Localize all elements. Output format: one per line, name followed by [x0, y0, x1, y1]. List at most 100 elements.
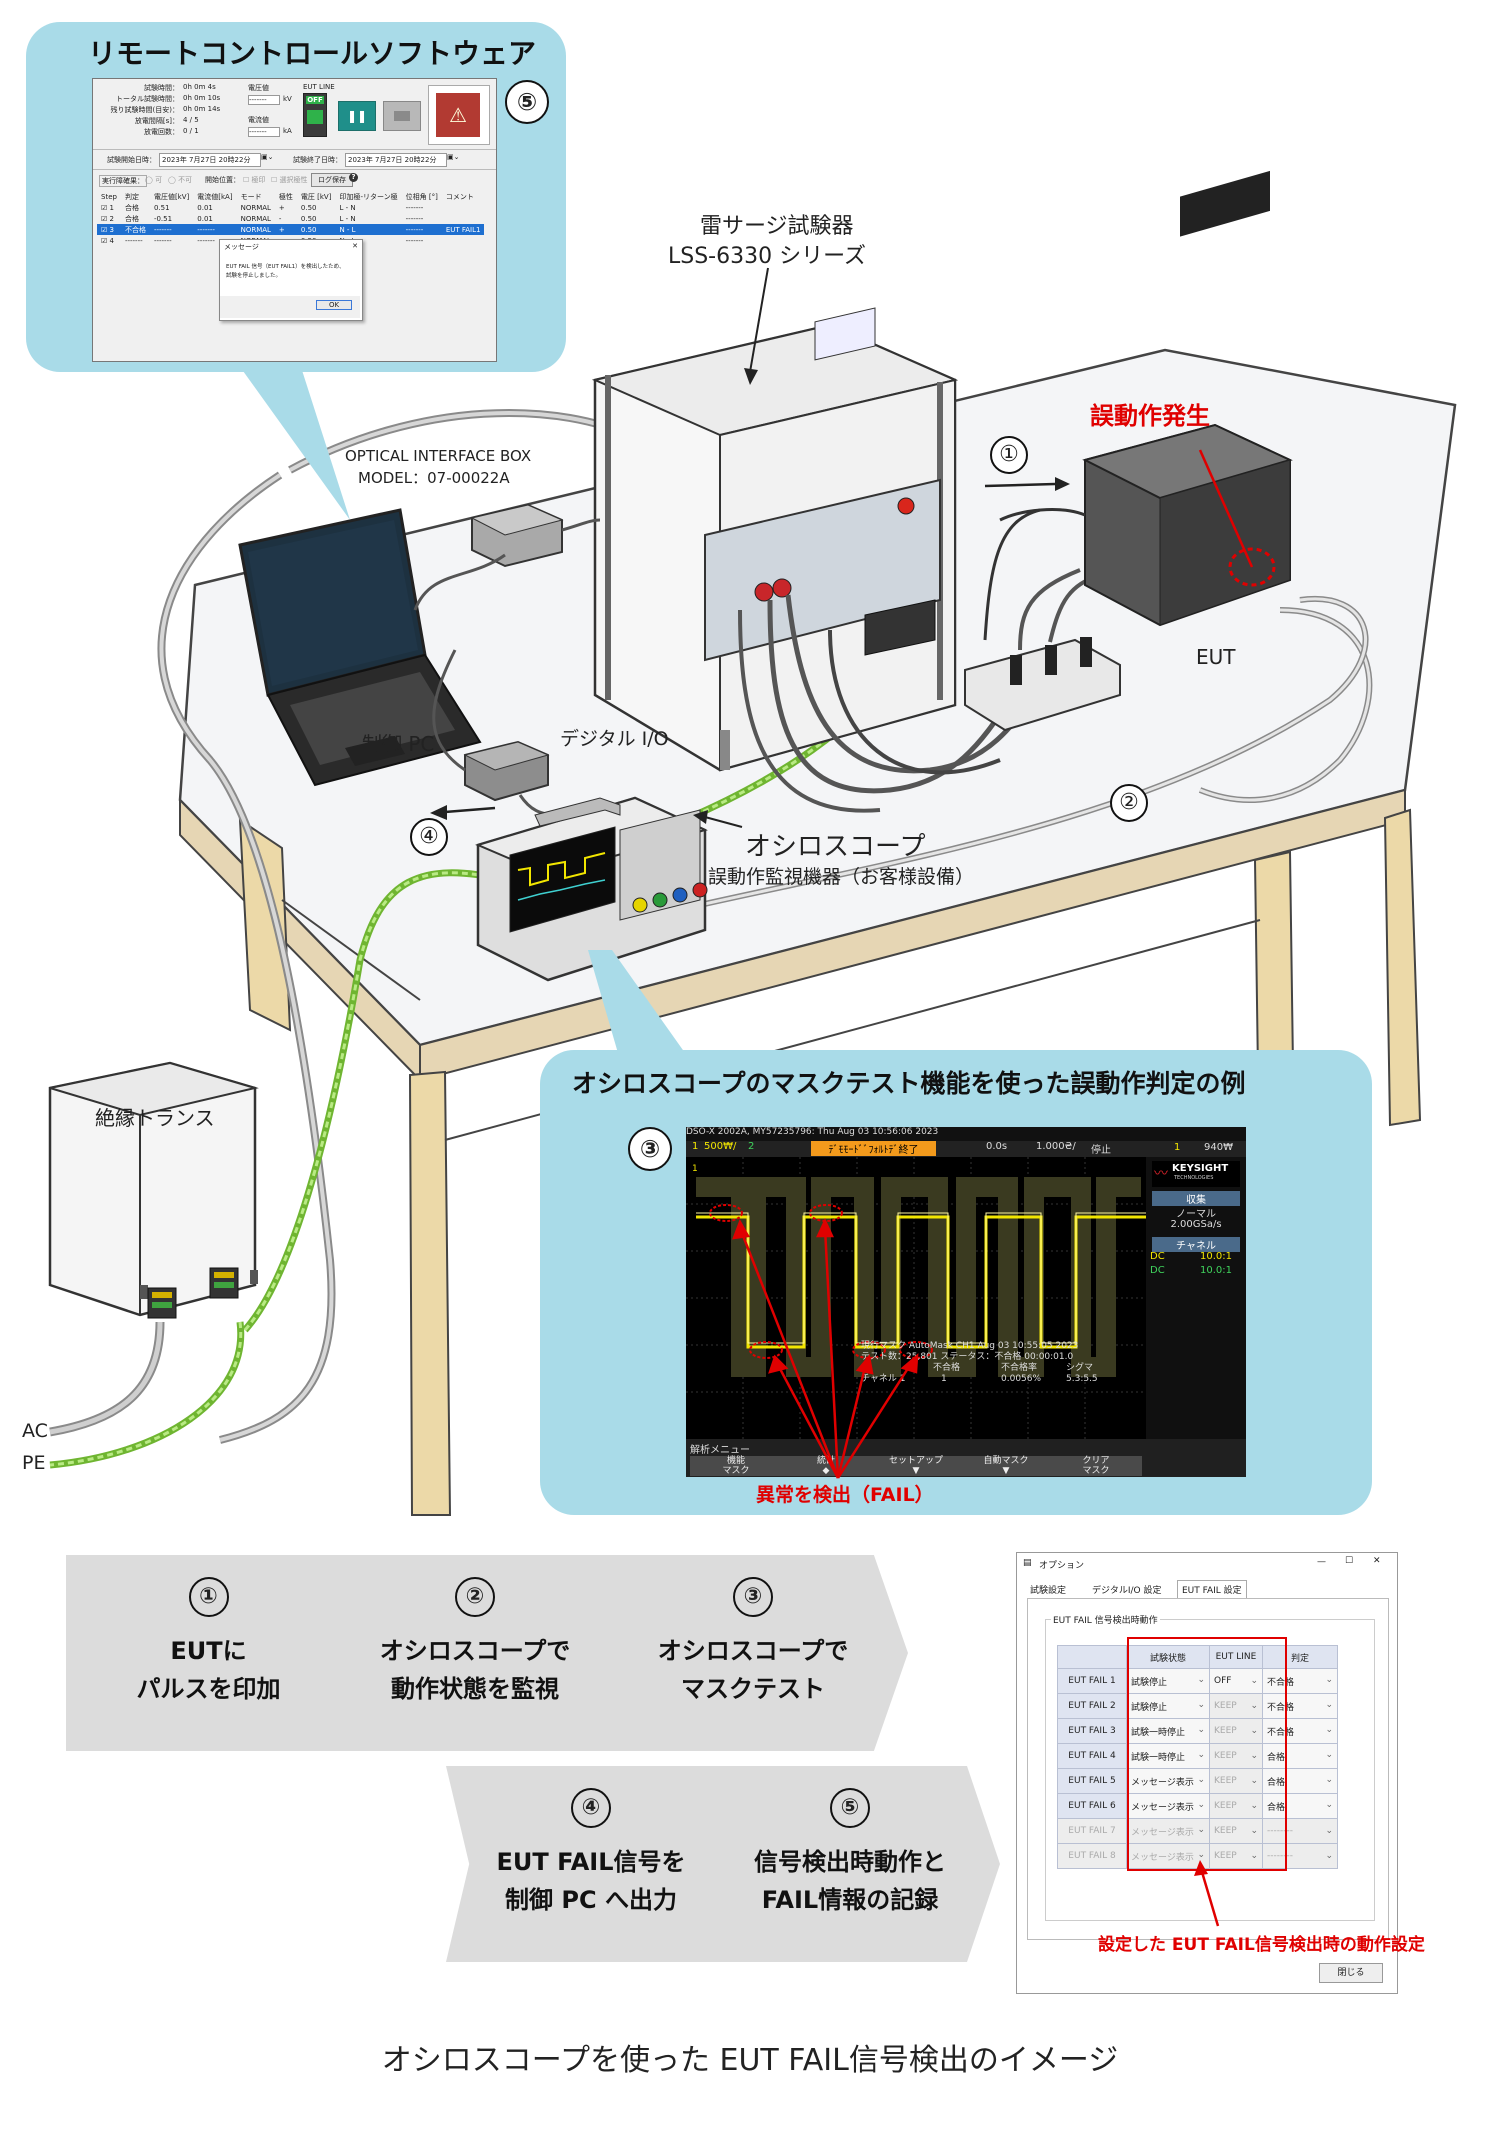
state-select[interactable]: メッセージ表示 — [1126, 1843, 1210, 1869]
step-number: ① — [188, 1577, 229, 1617]
phase-option-b[interactable]: ☐ 選択極性 — [271, 176, 308, 184]
tester-label-line1: 雷サージ試験器 — [700, 214, 854, 239]
line-select[interactable]: OFF — [1209, 1668, 1263, 1694]
step-text-1: EUTに — [170, 1637, 247, 1665]
calendar-icon[interactable]: ▣⌄ — [261, 153, 274, 161]
osc-softkey[interactable]: セットアップ ▼ — [870, 1456, 962, 1476]
step-column-header: Step — [101, 192, 117, 201]
row-checkbox[interactable]: ☑ — [101, 225, 110, 234]
maximize-icon[interactable]: ☐ — [1345, 1556, 1354, 1566]
judge-select[interactable]: 不合格 — [1262, 1668, 1338, 1694]
help-icon[interactable]: ? — [349, 173, 358, 182]
judge-select[interactable]: -------- — [1262, 1818, 1338, 1844]
row-checkbox[interactable]: ☑ — [101, 203, 110, 212]
table-cell: NORMAL — [240, 214, 271, 223]
table-cell: NORMAL — [240, 203, 271, 212]
start-datetime-field[interactable]: 2023年 7月27日 20時22分 — [159, 153, 261, 167]
state-select[interactable]: メッセージ表示 — [1126, 1793, 1210, 1819]
step-text-1: オシロスコープで — [657, 1637, 849, 1665]
tab-test-settings[interactable]: 試験設定 — [1030, 1586, 1067, 1596]
osc-softkey[interactable]: 機能 マスク — [690, 1456, 782, 1476]
svg-text:1: 1 — [692, 1164, 698, 1174]
table-cell: ------- — [124, 236, 143, 245]
judge-select[interactable]: -------- — [1262, 1843, 1338, 1869]
table-cell: 合格 — [124, 214, 139, 223]
options-title: オプション — [1039, 1561, 1085, 1571]
osc-waveform: 1 — [686, 1157, 1146, 1439]
exec-option-b[interactable]: ◯ 不可 — [168, 176, 193, 184]
state-select[interactable]: 試験停止 — [1126, 1693, 1210, 1719]
dialog-close-icon[interactable]: ✕ — [352, 242, 358, 250]
judge-select[interactable]: 不合格 — [1262, 1718, 1338, 1744]
phase-option-a[interactable]: ☐ 極印 — [243, 176, 266, 184]
close-button[interactable]: 閉じる — [1319, 1963, 1383, 1983]
line-select[interactable]: KEEP — [1209, 1818, 1263, 1844]
judge-select[interactable]: 合格 — [1262, 1743, 1338, 1769]
table-cell: ☑ 4 — [101, 236, 114, 245]
state-select[interactable]: 試験一時停止 — [1126, 1718, 1210, 1744]
message-text-2: 試験を停止しました。 — [226, 273, 282, 279]
table-cell: ------- — [153, 236, 172, 245]
status-row: 放電回数：0 / 1 — [97, 127, 237, 138]
pause-button[interactable]: ❚❚ — [338, 101, 376, 131]
osc-delay: 0.0s — [986, 1141, 1008, 1152]
message-dialog-title: メッセージ — [224, 243, 259, 251]
close-icon[interactable]: ✕ — [1373, 1556, 1381, 1566]
judge-select[interactable]: 不合格 — [1262, 1693, 1338, 1719]
line-select[interactable]: KEEP — [1209, 1768, 1263, 1794]
table-cell: 不合格 — [124, 225, 146, 234]
tab-digital-io[interactable]: デジタルI/O 設定 — [1092, 1586, 1162, 1596]
keysight-icon: 〰 — [1154, 1166, 1168, 1182]
tester-label-line2: LSS-6330 シリーズ — [668, 244, 867, 269]
step-column-header: 電圧値[kV] — [153, 192, 190, 201]
exec-option-a[interactable]: ◯ 可 — [145, 176, 163, 184]
end-datetime-field[interactable]: 2023年 7月27日 20時22分 — [345, 153, 447, 167]
osc-status-bar: 1 500₩/ 2 ﾃﾞﾓﾓｰﾄﾞﾞﾌｫﾙﾄﾃﾞ終了 0.0s 1.000₴/ … — [686, 1141, 1146, 1157]
line-select[interactable]: KEEP — [1209, 1718, 1263, 1744]
row-checkbox[interactable]: ☑ — [101, 214, 110, 223]
step-number: ⑤ — [830, 1788, 870, 1828]
line-select[interactable]: KEEP — [1209, 1693, 1263, 1719]
table-cell: + — [278, 225, 285, 234]
state-select[interactable]: メッセージ表示 — [1126, 1768, 1210, 1794]
eut-line-off-button[interactable]: OFF — [303, 93, 327, 137]
status-row: 放電間隔[s]：4 / 5 — [97, 116, 237, 127]
state-select[interactable]: メッセージ表示 — [1126, 1818, 1210, 1844]
col-header-judge: 判定 — [1262, 1645, 1338, 1669]
table-leg — [238, 818, 292, 1032]
table-row: EUT FAIL 3試験一時停止KEEP不合格 — [1057, 1718, 1338, 1744]
minimize-icon[interactable]: — — [1317, 1557, 1326, 1567]
row-checkbox[interactable]: ☑ — [101, 236, 110, 245]
osc-softkey[interactable]: 自動マスク ▼ — [960, 1456, 1052, 1476]
table-cell: ------- — [197, 236, 215, 245]
table-leg — [408, 1070, 452, 1516]
calendar-icon[interactable]: ▣⌄ — [447, 153, 460, 161]
step-column-header: 電流値[kA] — [197, 192, 233, 201]
line-select[interactable]: KEEP — [1209, 1843, 1263, 1869]
step-number: ② — [455, 1577, 495, 1617]
table-cell: 0.01 — [197, 214, 213, 223]
judge-select[interactable]: 合格 — [1262, 1768, 1338, 1794]
tab-eut-fail[interactable]: EUT FAIL 設定 — [1177, 1580, 1247, 1598]
marker-5: ⑤ — [505, 80, 549, 124]
state-select[interactable]: 試験停止 — [1126, 1668, 1210, 1694]
osc-dc2: DC — [1150, 1265, 1165, 1276]
state-select[interactable]: 試験一時停止 — [1126, 1743, 1210, 1769]
row-label: EUT FAIL 1 — [1057, 1668, 1127, 1694]
dialog-ok-button[interactable]: OK — [316, 300, 352, 310]
line-select[interactable]: KEEP — [1209, 1793, 1263, 1819]
step-number: ③ — [733, 1577, 773, 1617]
table-cell: L - N — [339, 203, 356, 212]
col-header-line: EUT LINE — [1209, 1645, 1263, 1669]
stop-button[interactable] — [383, 101, 421, 131]
osc-softkey[interactable]: クリア マスク — [1050, 1456, 1142, 1476]
setting-note: 設定した EUT FAIL信号検出時の動作設定 — [1098, 1935, 1425, 1955]
osc-sample: 1.000₴/ — [1036, 1141, 1076, 1152]
setting-arrow — [1194, 1860, 1220, 1927]
